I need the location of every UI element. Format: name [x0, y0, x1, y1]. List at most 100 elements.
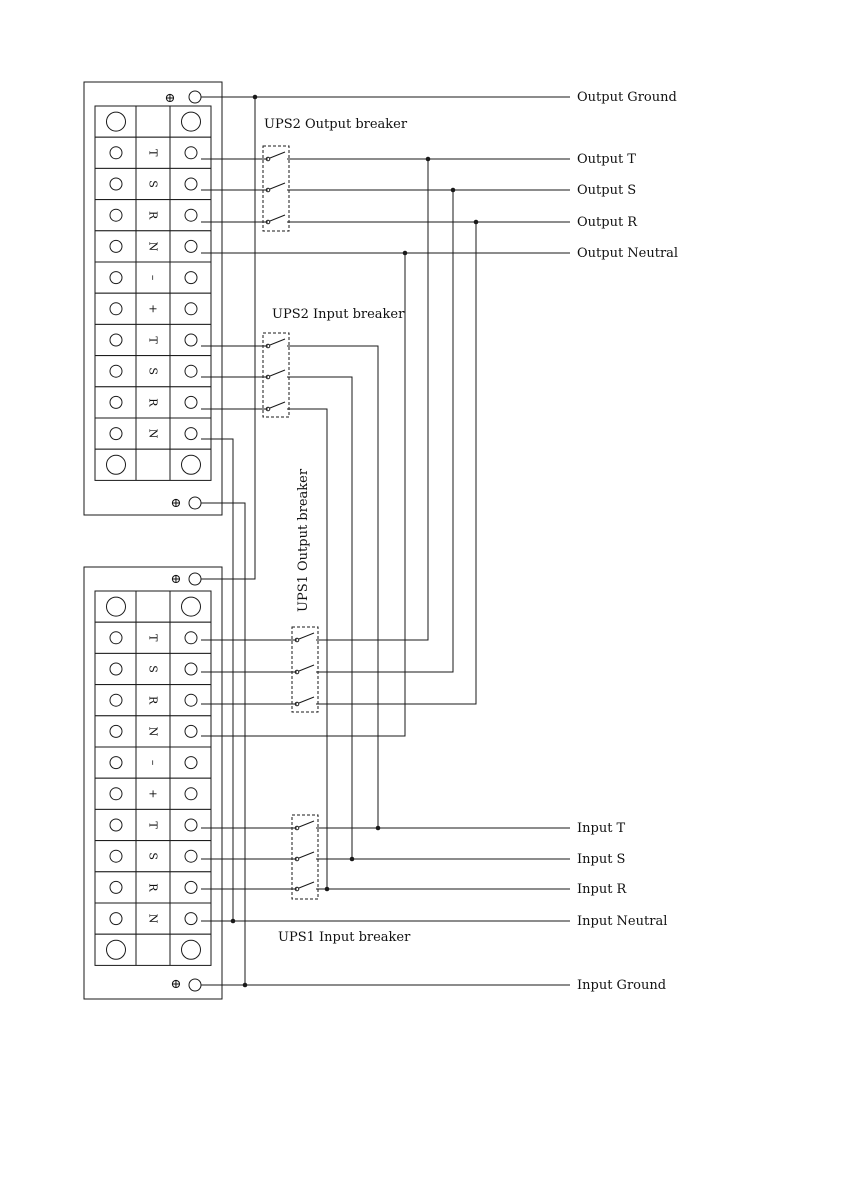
ups2-terminal-rows: T S R N – + T S R N — [95, 106, 211, 480]
ups2-terminal-row: N — [95, 231, 211, 262]
terminal-label: R — [147, 883, 160, 892]
terminal-label: T — [147, 821, 160, 829]
terminal-label: R — [147, 211, 160, 220]
ups1-terminal-row: S — [95, 653, 211, 684]
ups1-top-ground-symbol: ⊕ — [171, 572, 182, 587]
wiring — [201, 95, 570, 988]
contact-blade — [299, 882, 314, 888]
output-ground-label: Output Ground — [577, 90, 677, 105]
ups1-top-ground-terminal — [189, 573, 201, 585]
wire-ups1-out-s — [316, 190, 453, 672]
breaker-switch-contact — [266, 339, 285, 348]
terminal-screw-left — [110, 334, 122, 346]
terminal-screw-left — [110, 632, 122, 644]
terminal-label: T — [147, 634, 160, 642]
terminal-screw-right — [185, 209, 197, 221]
breaker-switch-contact — [295, 633, 314, 642]
terminal-label: T — [147, 149, 160, 157]
contact-blade — [299, 697, 314, 703]
terminal-screw-left — [110, 178, 122, 190]
junction-dot — [350, 857, 355, 862]
terminal-screw-right — [185, 757, 197, 769]
ups2-terminal-row — [95, 106, 211, 137]
junction-dot — [403, 251, 408, 256]
terminal-screw-left — [110, 850, 122, 862]
junction-dot — [243, 983, 248, 988]
contact-blade — [299, 821, 314, 827]
terminal-screw-right — [185, 147, 197, 159]
terminal-screw-right — [185, 178, 197, 190]
terminal-label: S — [147, 367, 160, 375]
terminal-screw-left — [110, 913, 122, 925]
wire-ups1-out-t — [316, 159, 428, 640]
contact-blade — [299, 852, 314, 858]
ups2-top-ground-symbol: ⊕ — [165, 91, 176, 106]
terminal-screw-right — [185, 240, 197, 252]
junction-dot — [474, 220, 479, 225]
terminal-screw-left — [110, 819, 122, 831]
breaker-switch-contact — [295, 821, 314, 830]
ups1-terminal-row: R — [95, 685, 211, 716]
ups2-terminal-row — [95, 449, 211, 480]
terminal-screw-right — [185, 632, 197, 644]
input-neutral-label: Input Neutral — [577, 914, 667, 929]
output-t-label: Output T — [577, 152, 636, 167]
junction-dot — [451, 188, 456, 193]
terminal-screw-left — [107, 455, 126, 474]
breaker-switch-contact — [266, 215, 285, 224]
terminal-screw-left — [110, 396, 122, 408]
breaker-switch-contact — [295, 852, 314, 861]
terminal-label: N — [147, 727, 160, 737]
terminal-screw-left — [110, 757, 122, 769]
terminal-label: S — [147, 852, 160, 860]
terminal-label: – — [147, 275, 160, 281]
terminal-screw-right — [185, 663, 197, 675]
junction-dot — [253, 95, 258, 100]
ups2-terminal-row: – — [95, 262, 211, 293]
breaker-switch-contact — [295, 665, 314, 674]
terminal-screw-left — [110, 788, 122, 800]
terminal-screw-left — [107, 112, 126, 131]
ups2-terminal-row: R — [95, 387, 211, 418]
junction-dot — [325, 887, 330, 892]
terminal-screw-left — [110, 663, 122, 675]
breaker-switch-contact — [295, 697, 314, 706]
input-s-label: Input S — [577, 852, 625, 867]
terminal-screw-right — [185, 396, 197, 408]
junction-dot — [376, 826, 381, 831]
contact-blade — [299, 665, 314, 671]
terminal-screw-right — [182, 455, 201, 474]
input-t-label: Input T — [577, 821, 626, 836]
terminal-screw-right — [185, 913, 197, 925]
terminal-screw-right — [185, 334, 197, 346]
terminal-label: T — [147, 336, 160, 344]
wire-ups2-in-s — [287, 377, 352, 859]
contact-blade — [299, 633, 314, 639]
ups2-terminal-row: T — [95, 137, 211, 168]
ups1-output-breaker-label: UPS1 Output breaker — [296, 468, 311, 612]
contact-blade — [270, 370, 285, 376]
terminal-screw-right — [185, 303, 197, 315]
input-ground-label: Input Ground — [577, 978, 666, 993]
ups2-input-breaker-label: UPS2 Input breaker — [272, 307, 405, 322]
ups1-bottom-ground-terminal — [189, 979, 201, 991]
terminal-label: S — [147, 180, 160, 188]
terminal-screw-right — [182, 112, 201, 131]
terminal-screw-left — [110, 725, 122, 737]
terminal-label: + — [147, 304, 160, 313]
terminal-screw-right — [185, 788, 197, 800]
terminal-label: N — [147, 429, 160, 439]
output-s-label: Output S — [577, 183, 636, 198]
terminal-screw-right — [185, 365, 197, 377]
ups2-terminal-row: T — [95, 324, 211, 355]
terminal-screw-right — [185, 850, 197, 862]
breaker-switch-contact — [266, 402, 285, 411]
breaker-switch-contact — [295, 882, 314, 891]
ups2-top-ground-terminal — [189, 91, 201, 103]
terminal-screw-left — [110, 694, 122, 706]
terminal-label: R — [147, 398, 160, 407]
terminal-screw-left — [107, 940, 126, 959]
contact-blade — [270, 339, 285, 345]
